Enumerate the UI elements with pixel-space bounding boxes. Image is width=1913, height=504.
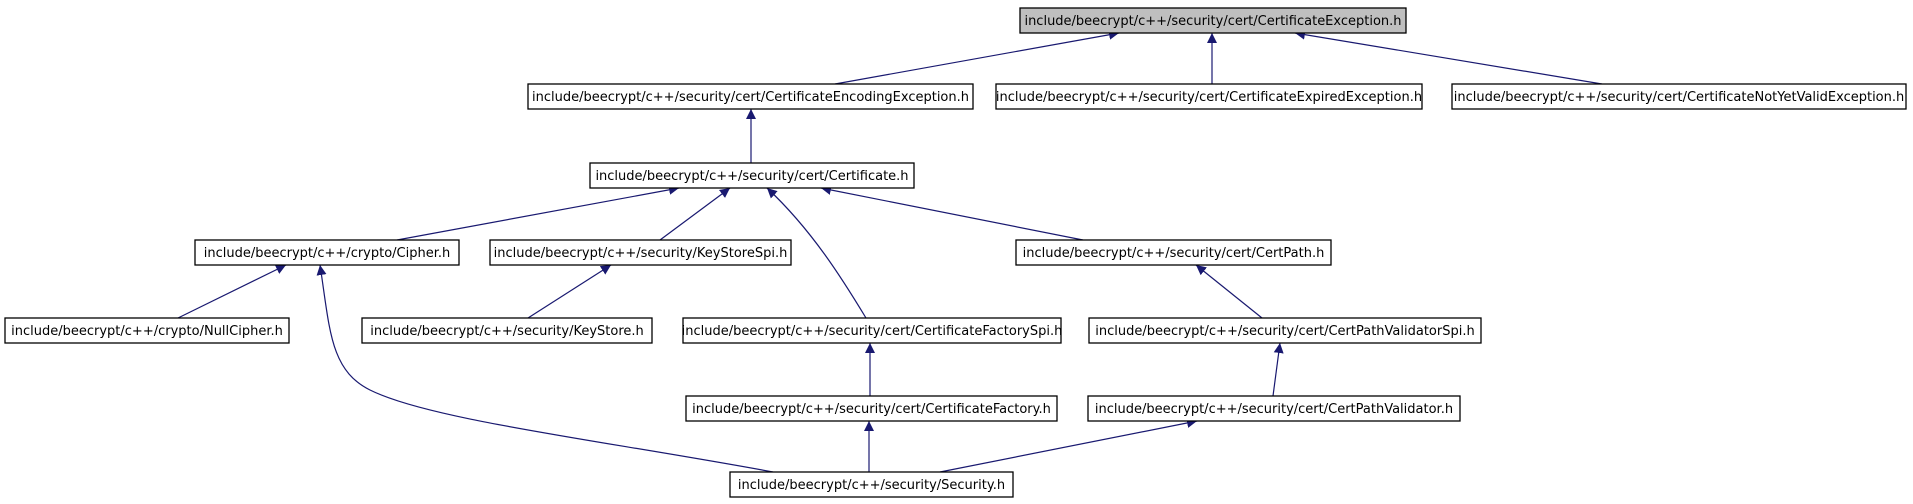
node-keystorespi[interactable]: include/beecrypt/c++/security/KeyStoreSp… (489, 239, 792, 266)
node-box (1087, 395, 1461, 422)
edge-certpathval-to-certpathvalspi (1272, 342, 1284, 397)
edge-certnyv-to-certexc (1294, 29, 1603, 85)
node-box (1015, 239, 1332, 266)
node-label: include/beecrypt/c++/security/Security.h (738, 478, 1005, 493)
edge-nullcipher-to-cipher (177, 264, 287, 319)
edge-keystore-to-keystorespi (527, 264, 612, 319)
node-label: include/beecrypt/c++/security/cert/Certi… (1454, 90, 1905, 105)
edge-keystorespi-to-cert (659, 187, 731, 241)
node-label: include/beecrypt/c++/security/cert/Certi… (532, 90, 969, 105)
node-label: include/beecrypt/c++/security/cert/CertP… (1095, 402, 1453, 417)
node-box (4, 317, 290, 344)
node-label: include/beecrypt/c++/security/cert/Certi… (595, 169, 908, 184)
node-box (489, 239, 792, 266)
nodes-layer: include/beecrypt/c++/security/cert/Certi… (4, 7, 1907, 498)
node-label: include/beecrypt/c++/security/cert/CertP… (1023, 246, 1325, 261)
node-label: include/beecrypt/c++/security/KeyStoreSp… (494, 246, 788, 261)
node-certnyv[interactable]: include/beecrypt/c++/security/cert/Certi… (1451, 83, 1907, 110)
node-box (685, 395, 1058, 422)
node-cipher[interactable]: include/beecrypt/c++/crypto/Cipher.h (194, 239, 460, 266)
edge-cipher-to-cert (396, 184, 680, 241)
node-certenc[interactable]: include/beecrypt/c++/security/cert/Certi… (527, 83, 974, 110)
edges-layer (177, 29, 1603, 473)
node-box (729, 471, 1014, 498)
node-keystore[interactable]: include/beecrypt/c++/security/KeyStore.h (361, 317, 653, 344)
node-label: include/beecrypt/c++/crypto/Cipher.h (204, 246, 451, 261)
node-certpath[interactable]: include/beecrypt/c++/security/cert/CertP… (1015, 239, 1332, 266)
edge-certenc-to-certexc (834, 29, 1120, 85)
edge-certpathvalspi-to-certpath (1195, 264, 1263, 319)
node-label: include/beecrypt/c++/security/cert/Certi… (1024, 14, 1401, 29)
node-box (1451, 83, 1907, 110)
node-box (589, 162, 915, 189)
node-label: include/beecrypt/c++/security/cert/Certi… (682, 324, 1063, 339)
node-box (1019, 7, 1407, 34)
node-label: include/beecrypt/c++/security/cert/Certi… (692, 402, 1051, 417)
node-label: include/beecrypt/c++/crypto/NullCipher.h (11, 324, 283, 339)
node-box (527, 83, 974, 110)
node-box (194, 239, 460, 266)
node-certpathvalspi[interactable]: include/beecrypt/c++/security/cert/CertP… (1088, 317, 1482, 344)
node-box (361, 317, 653, 344)
node-label: include/beecrypt/c++/security/cert/Certi… (996, 90, 1422, 105)
edge-certpath-to-cert (820, 185, 1084, 241)
node-box (682, 317, 1062, 344)
node-nullcipher[interactable]: include/beecrypt/c++/crypto/NullCipher.h (4, 317, 290, 344)
node-certfact[interactable]: include/beecrypt/c++/security/cert/Certi… (685, 395, 1058, 422)
edge-security-to-cipher (316, 264, 774, 473)
edge-certfactspi-to-cert (766, 187, 867, 319)
node-label: include/beecrypt/c++/security/cert/CertP… (1095, 324, 1474, 339)
node-certexc[interactable]: include/beecrypt/c++/security/cert/Certi… (1019, 7, 1407, 34)
node-box (995, 83, 1423, 110)
node-certexp[interactable]: include/beecrypt/c++/security/cert/Certi… (995, 83, 1423, 110)
node-cert[interactable]: include/beecrypt/c++/security/cert/Certi… (589, 162, 915, 189)
node-certfactspi[interactable]: include/beecrypt/c++/security/cert/Certi… (682, 317, 1063, 344)
node-label: include/beecrypt/c++/security/KeyStore.h (370, 324, 644, 339)
node-certpathval[interactable]: include/beecrypt/c++/security/cert/CertP… (1087, 395, 1461, 422)
edge-security-to-certpathval (939, 418, 1198, 473)
node-security[interactable]: include/beecrypt/c++/security/Security.h (729, 471, 1014, 498)
node-box (1088, 317, 1482, 344)
